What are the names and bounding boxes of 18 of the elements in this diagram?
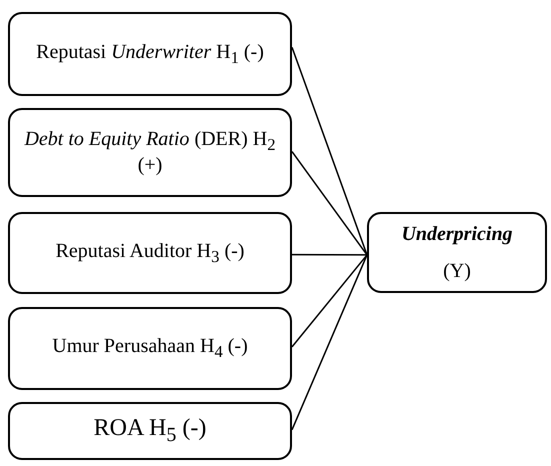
- variable-label: Reputasi Auditor H$_{3}$ (-): [56, 240, 244, 266]
- variable-box: [8, 212, 292, 294]
- variable-box: [8, 307, 292, 390]
- variable-box: [8, 12, 292, 96]
- variable-heading: Underpricing: [401, 222, 513, 246]
- variable-box: [8, 108, 292, 197]
- variable-label: Umur Perusahaan H$_{4}$ (-): [52, 335, 248, 362]
- variable-box: [8, 402, 292, 460]
- connector-line: [291, 151, 368, 256]
- connector-line: [291, 47, 368, 256]
- variable-label: Reputasi Underwriter H$_{1}$ (-): [36, 40, 264, 68]
- variable-label: Debt to Equity Ratio (DER) H$_{2}$ (+): [23, 128, 277, 178]
- variable-label: ROA H$_{5}$ (-): [94, 415, 206, 447]
- connector-line: [291, 254, 368, 348]
- connector-line: [291, 254, 368, 430]
- variable-label: (Y): [443, 260, 471, 282]
- dependent-variable-box: [367, 212, 547, 293]
- connector-line: [292, 254, 367, 256]
